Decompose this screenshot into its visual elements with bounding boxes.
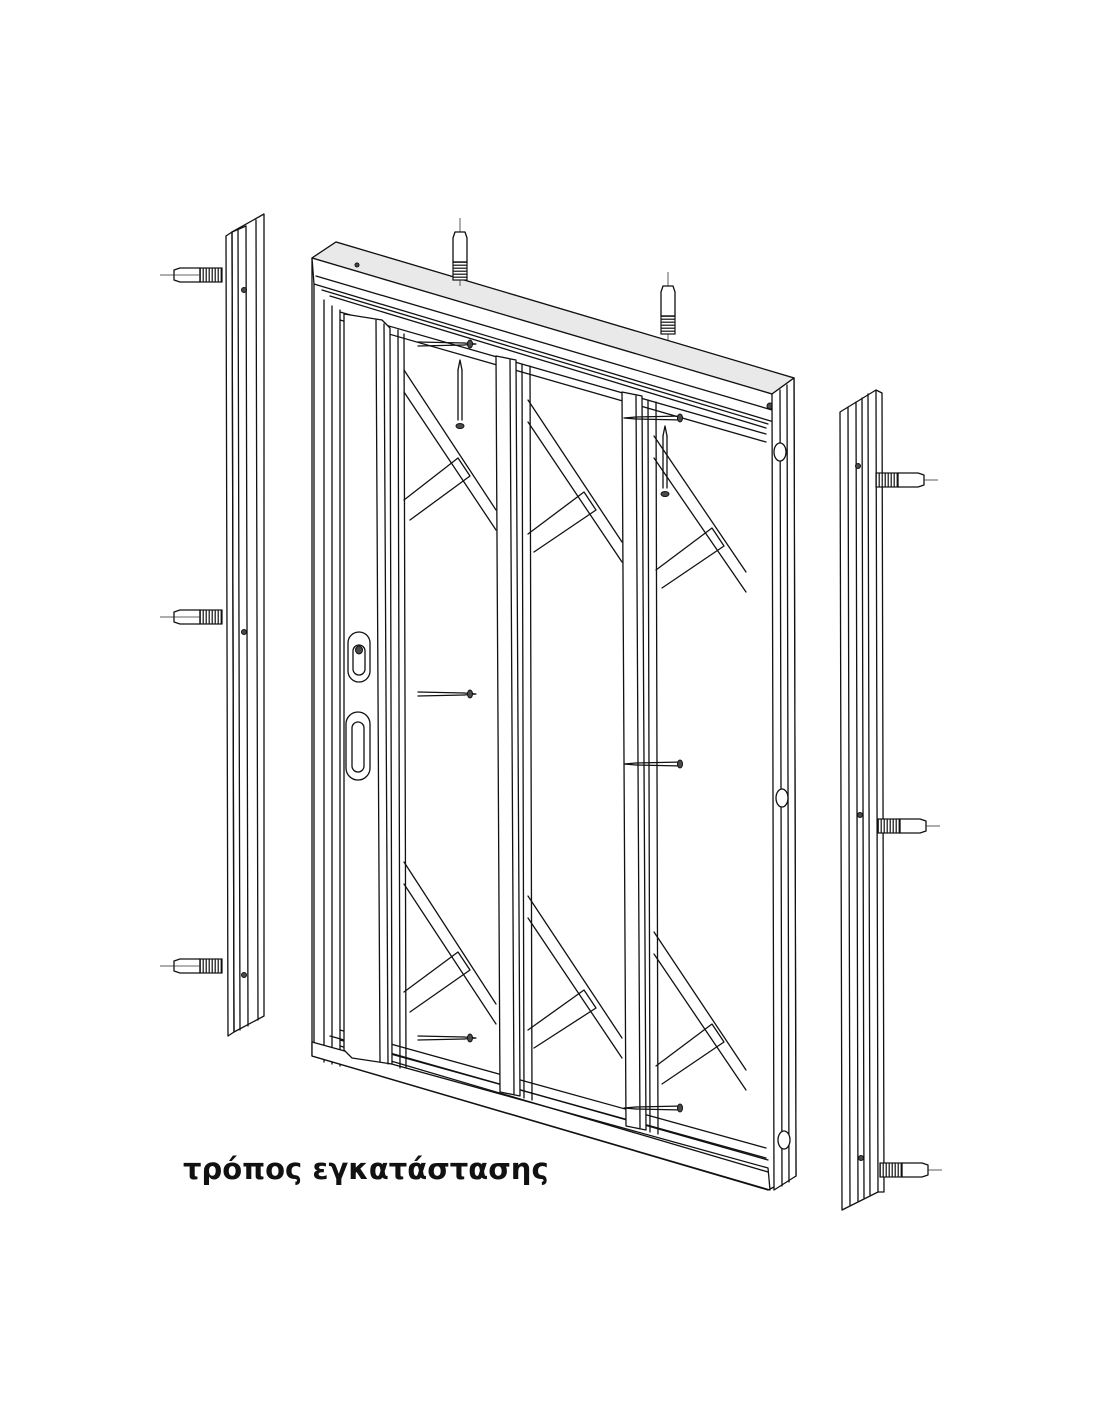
anchor-bolt-top-left	[452, 217, 468, 287]
nail-vertical-left	[455, 359, 465, 429]
anchor-bolt-right-top	[875, 472, 939, 488]
security-grille-frame	[311, 241, 797, 1191]
lattice-upper	[403, 369, 747, 593]
lattice-lower	[403, 861, 747, 1091]
nail-vertical-right	[660, 425, 670, 497]
anchor-bolt-right-middle	[877, 818, 941, 834]
anchor-bolt-left-top	[159, 267, 223, 283]
anchor-bolt-top-right	[660, 271, 676, 341]
right-wall-profile	[839, 389, 885, 1211]
lock-stile	[343, 313, 407, 1069]
anchor-bolt-right-bottom	[879, 1162, 943, 1178]
left-wall-profile	[225, 213, 265, 1037]
vertical-bar-1	[495, 355, 533, 1101]
installation-caption: τρόπος εγκατάστασης	[183, 1152, 549, 1186]
anchor-bolt-left-middle	[159, 609, 223, 625]
anchor-bolt-left-bottom	[159, 958, 223, 974]
pull-handle	[345, 711, 371, 781]
keyhole-escutcheon	[347, 631, 371, 683]
vertical-bar-2	[621, 391, 659, 1135]
